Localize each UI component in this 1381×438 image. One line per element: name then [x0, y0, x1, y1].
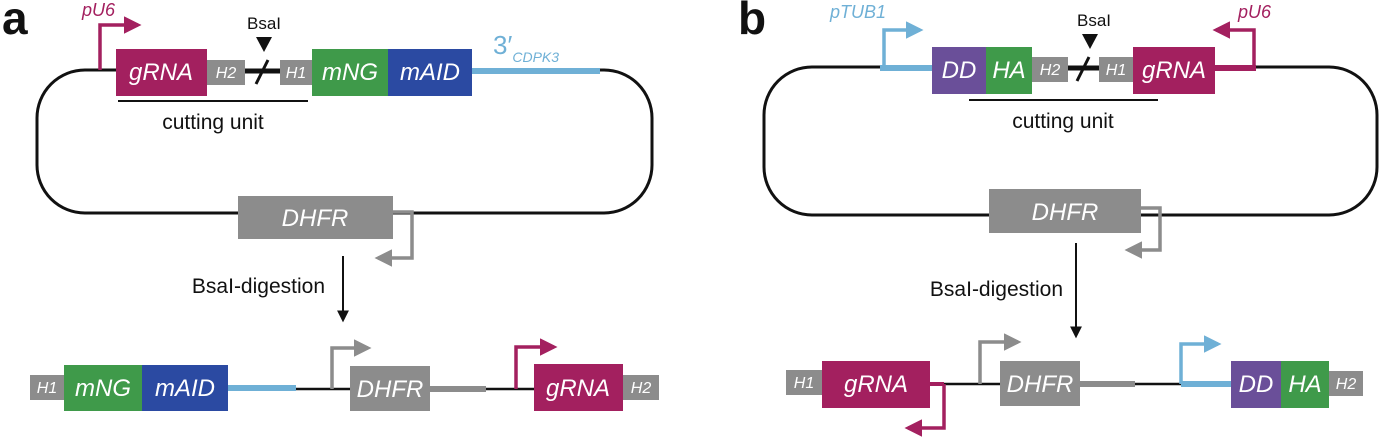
digestion-label-a: BsaI-digestion	[192, 275, 325, 298]
h2-label-b: H2	[1040, 62, 1061, 79]
dhfr-promoter-arrow-a	[374, 210, 414, 267]
product-b-h1-box	[786, 370, 822, 395]
pu6-label-a: pU6	[81, 0, 116, 20]
product-b-h2-label: H2	[1336, 376, 1357, 393]
bsai-site-marker-b	[1082, 34, 1098, 49]
product-b-grna-label: gRNA	[844, 371, 908, 398]
ptub1-label-b: pTUB1	[829, 2, 886, 22]
h2-label-a: H2	[216, 65, 237, 82]
product-b-dd-box	[1231, 361, 1281, 408]
dd-box-b	[932, 47, 986, 94]
product-a-h1-box	[30, 375, 64, 400]
dhfr-box-a	[238, 196, 393, 239]
bsai-label-a: BsaI	[247, 14, 281, 33]
mng-box-a	[312, 49, 388, 96]
dhfr-box-b	[989, 189, 1141, 233]
maid-box-a	[388, 49, 472, 96]
product-a-h2-label: H2	[631, 380, 652, 397]
product-a-maid-label: mAID	[155, 375, 215, 402]
ptub1-promoter-arrow-b	[882, 21, 924, 68]
product-a-h1-label: H1	[37, 380, 57, 397]
product-a-mng-label: mNG	[75, 375, 131, 402]
product-a-grna-box	[534, 364, 623, 411]
mng-label-a: mNG	[322, 59, 378, 86]
h2-box-a	[207, 60, 245, 85]
product-b-ha-box	[1281, 361, 1329, 408]
product-b-h1-label: H1	[794, 375, 814, 392]
pu6-promoter-arrow-b	[1212, 21, 1256, 68]
product-a: H1 mNG mAID DHFR gRNA H2	[30, 338, 659, 411]
product-b-h2-box	[1329, 371, 1363, 396]
panel-a: a 3′CDPK3 pU6 gRNA H2 BsaI H1 mNG mAID c…	[2, 0, 659, 411]
product-a-maid-box	[142, 365, 228, 411]
grna-label-a: gRNA	[129, 59, 193, 86]
cut-slash-a	[254, 59, 270, 85]
product-b: H1 gRNA DHFR DD HA H2	[786, 333, 1363, 437]
grna-box-b	[1133, 47, 1215, 94]
panel-b: b pTUB1 DD HA H2 BsaI H1 gRNA pU6	[738, 0, 1379, 437]
h1-box-b	[1099, 57, 1133, 82]
product-a-dhfr-arrow	[330, 339, 372, 389]
pu6-label-b: pU6	[1237, 2, 1272, 22]
grna-label-b: gRNA	[1142, 57, 1206, 84]
dhfr-label-b: DHFR	[1032, 199, 1099, 226]
product-b-ptub1-arrow	[1179, 335, 1222, 384]
utr-a-label: 3′CDPK3	[493, 30, 559, 65]
product-a-pu6-arrow	[514, 338, 558, 389]
digestion-label-b: BsaI-digestion	[930, 278, 1063, 301]
h1-label-b: H1	[1106, 62, 1126, 79]
panel-a-label: a	[2, 0, 28, 44]
h1-box-a	[280, 60, 312, 85]
product-a-dhfr-box	[350, 366, 430, 411]
bsai-site-marker-a	[256, 37, 272, 52]
product-b-dd-label: DD	[1239, 371, 1274, 398]
bsai-label-b: BsaI	[1077, 11, 1111, 30]
ha-box-b	[986, 47, 1032, 94]
pu6-promoter-arrow-a	[98, 16, 142, 70]
product-b-dhfr-arrow	[978, 333, 1022, 384]
cutting-unit-label-b: cutting unit	[1012, 110, 1114, 133]
product-b-dhfr-box	[1000, 361, 1080, 406]
cut-slash-b	[1075, 56, 1091, 82]
product-b-dhfr-label: DHFR	[1007, 371, 1074, 398]
h1-label-a: H1	[286, 65, 306, 82]
product-b-grna-box	[822, 361, 930, 408]
product-b-ha-label: HA	[1288, 371, 1321, 398]
dhfr-label-a: DHFR	[282, 205, 349, 232]
product-b-pu6-arrow	[904, 384, 946, 437]
cutting-unit-label-a: cutting unit	[162, 111, 264, 134]
product-a-h2-box	[623, 375, 659, 400]
dhfr-promoter-arrow-b	[1124, 206, 1162, 259]
panel-b-label: b	[738, 0, 766, 44]
product-a-grna-label: gRNA	[546, 375, 610, 402]
product-a-mng-box	[64, 365, 142, 411]
h2-box-b	[1032, 57, 1068, 82]
maid-label-a: mAID	[400, 59, 460, 86]
dd-label-b: DD	[942, 57, 977, 84]
ha-label-b: HA	[992, 57, 1025, 84]
grna-box-a	[116, 49, 207, 96]
product-a-dhfr-label: DHFR	[357, 376, 424, 403]
